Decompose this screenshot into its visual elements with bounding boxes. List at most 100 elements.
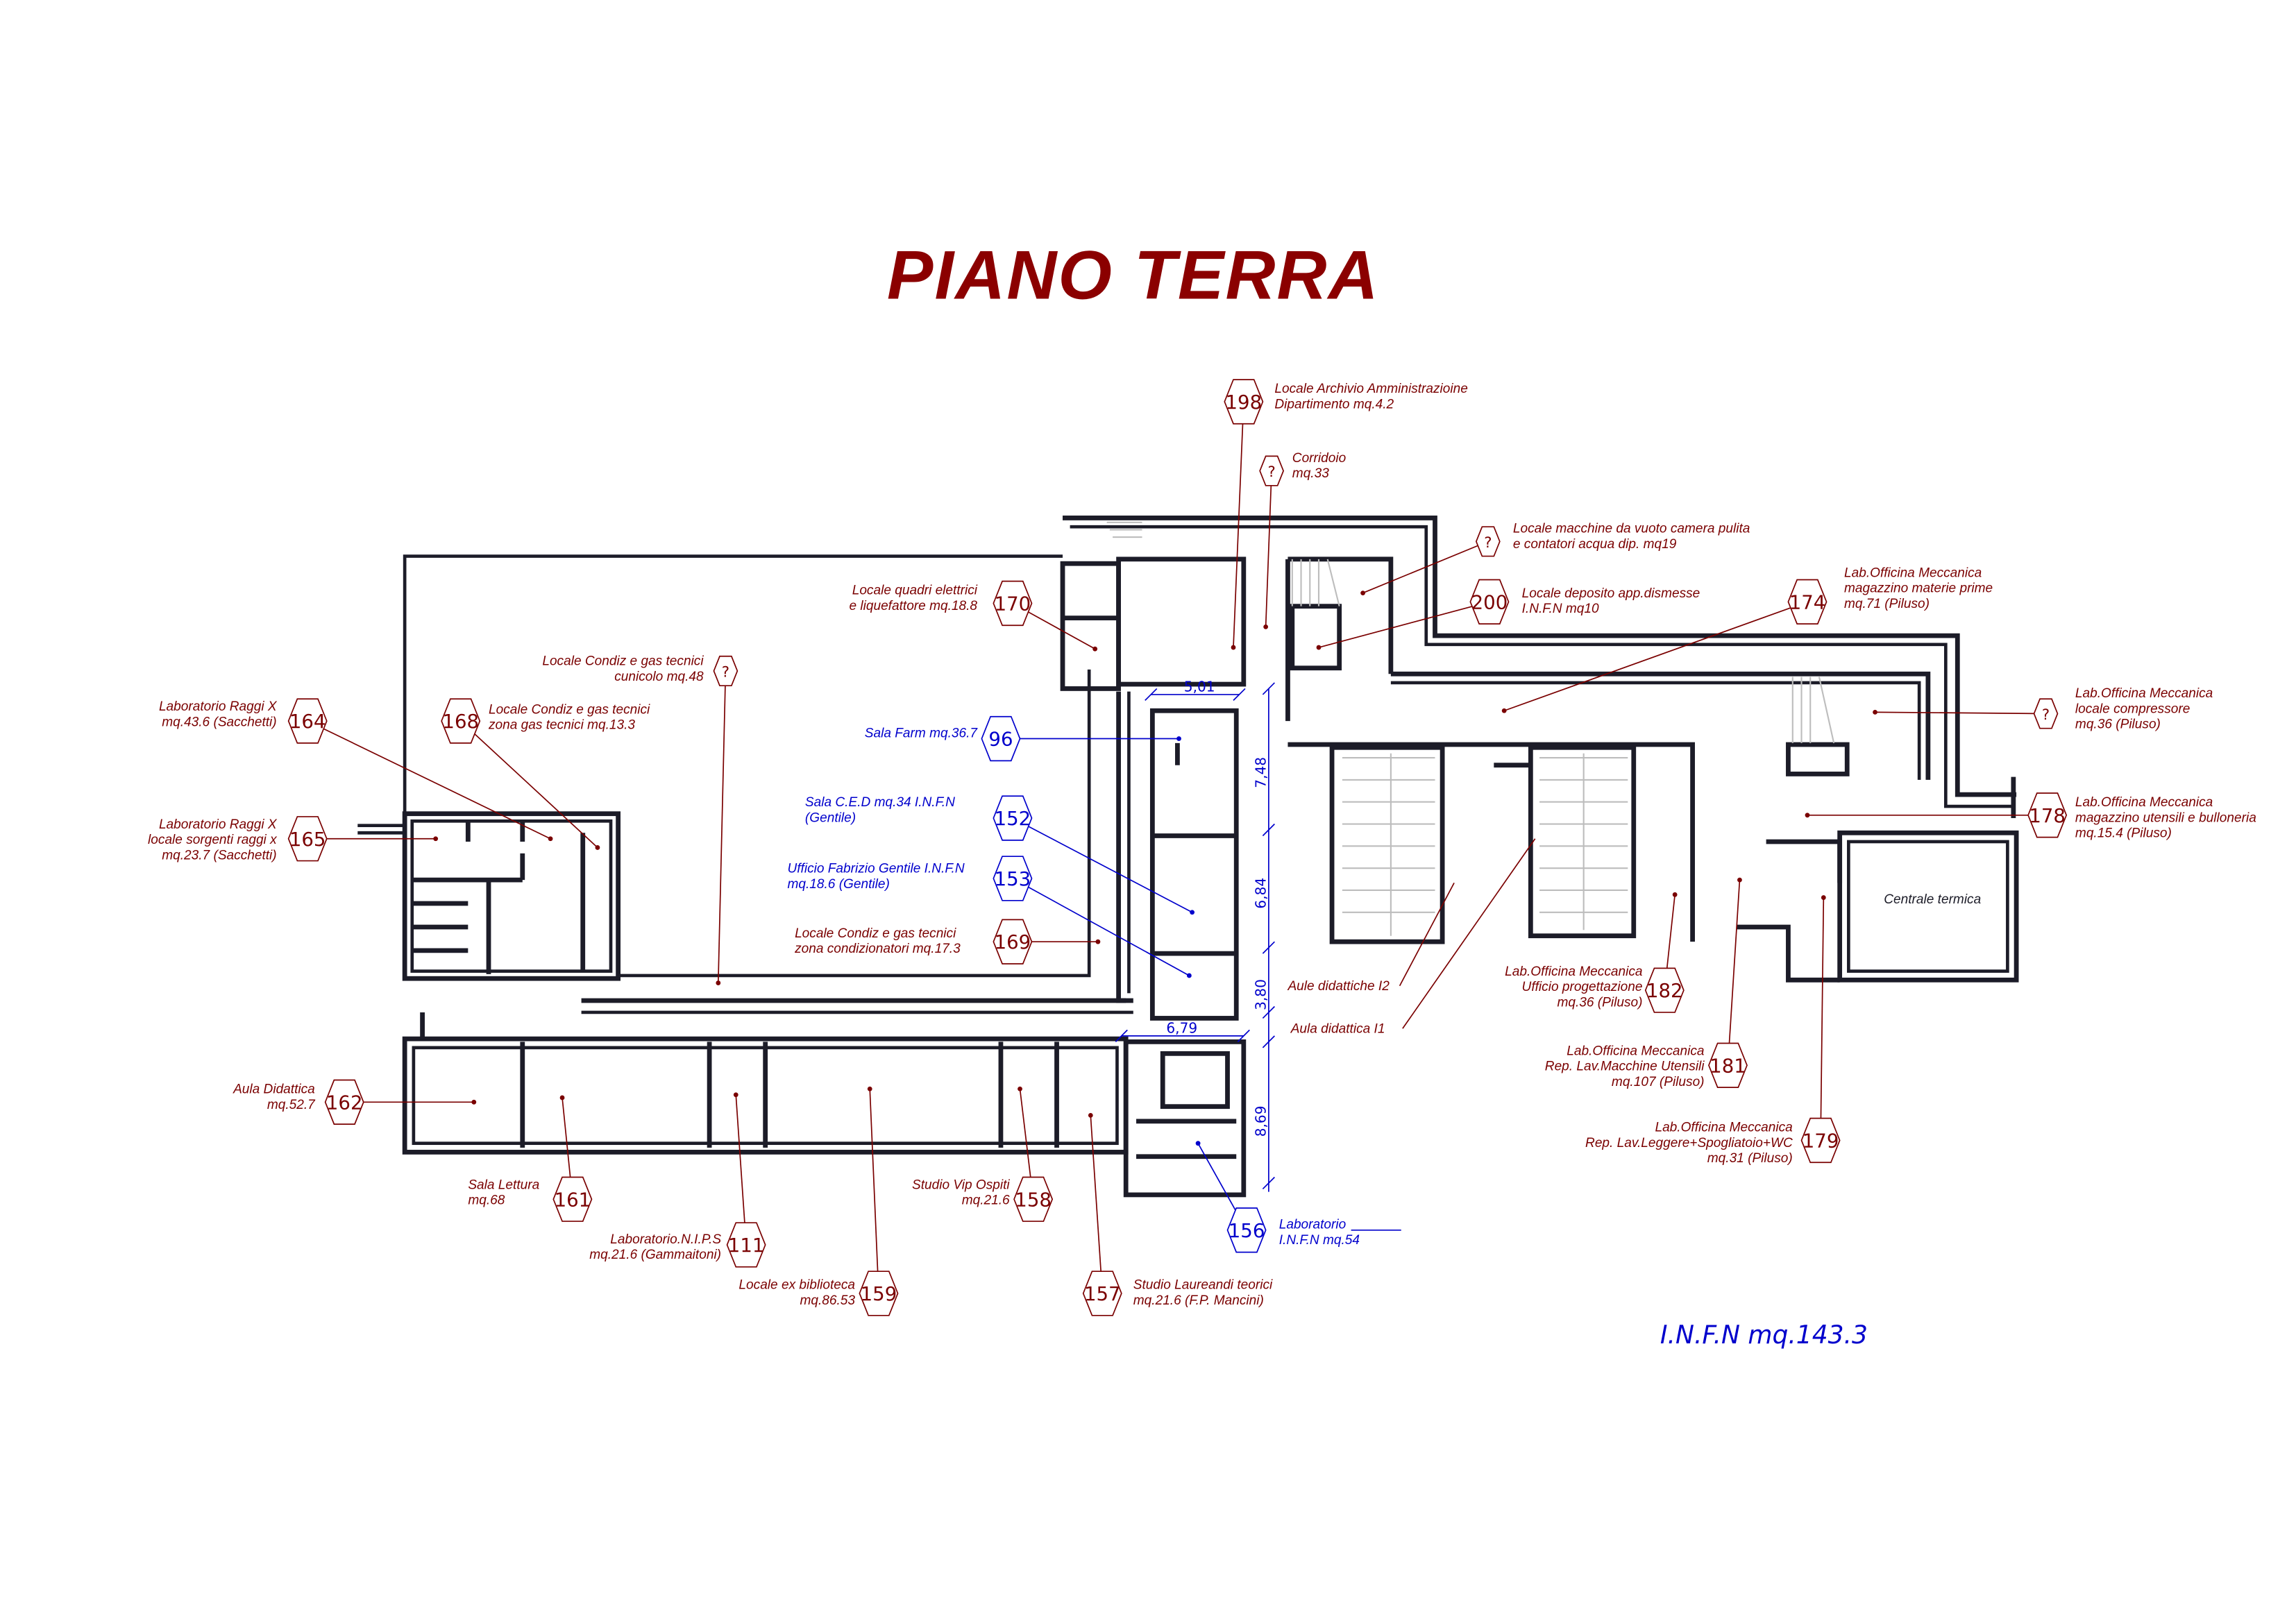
- hexagon-tag-icon: [1082, 1271, 1122, 1316]
- leader-line: [717, 670, 727, 983]
- leader-line: [1727, 880, 1741, 1066]
- room-tag[interactable]: ?Locale macchine da vuoto camera pulitae…: [1475, 522, 1750, 557]
- room-label-line: Lab.Officina Meccanica: [2075, 686, 2213, 701]
- dimension-value: 6,79: [1166, 1020, 1197, 1037]
- hexagon-tag-icon: [2027, 792, 2068, 838]
- room-label-line: mq.107 (Piluso): [1612, 1075, 1705, 1089]
- hexagon-tag-icon: [993, 795, 1033, 841]
- room-marker-dot: [716, 980, 721, 985]
- leader-line: [307, 720, 551, 840]
- room-label-line: Locale Condiz e gas tecnici: [489, 702, 650, 717]
- room-number: 174: [1789, 591, 1826, 613]
- room-label-line: Locale Condiz e gas tecnici: [795, 926, 956, 941]
- room-marker-dot: [1821, 895, 1826, 900]
- hexagon-tag-icon: [324, 1079, 364, 1125]
- room-number: 152: [995, 808, 1031, 830]
- room-number: ?: [2042, 706, 2050, 723]
- room-marker-dot: [1018, 1086, 1022, 1091]
- stairs: [1106, 521, 1835, 936]
- hexagon-tag-icon: [287, 698, 328, 744]
- room-number: 161: [555, 1189, 591, 1211]
- room-label-line: magazzino materie prime: [1844, 581, 1993, 596]
- room-label-line: I.N.F.N mq.54: [1279, 1233, 1360, 1248]
- room-marker-dot: [1186, 973, 1192, 978]
- hexagon-tag-icon: [1708, 1042, 1748, 1088]
- room-number: ?: [722, 663, 729, 681]
- room-label-line: Sala C.E.D mq.34 I.N.F.N: [805, 795, 955, 810]
- hexagon-tag-icon: [441, 698, 481, 744]
- hexagon-tag-icon: [1787, 579, 1827, 624]
- room-label-line: Studio Laureandi teorici: [1133, 1278, 1273, 1293]
- leader-line: [1503, 601, 1808, 712]
- room-label-line: Lab.Officina Meccanica: [1505, 965, 1642, 979]
- room-marker-dot: [1263, 624, 1269, 629]
- room-number: 198: [1226, 391, 1263, 414]
- room-number: 200: [1471, 591, 1508, 613]
- leader-line: [1402, 838, 1536, 1029]
- room-number: 156: [1229, 1220, 1265, 1242]
- dimension-value: 5,01: [1184, 679, 1215, 695]
- room-label-line: mq.18.6 (Gentile): [787, 877, 889, 892]
- room-label-line: mq.36 (Piluso): [1557, 995, 1642, 1010]
- room-label-line: mq.33: [1292, 466, 1329, 481]
- room-label-line: mq.23.7 (Sacchetti): [162, 848, 276, 863]
- leader-line: [1820, 897, 1825, 1141]
- hexagon-tag-icon: [726, 1222, 766, 1268]
- room-label-line: locale compressore: [2075, 702, 2190, 716]
- room-label-line: Laboratorio.N.I.P.S: [610, 1232, 721, 1247]
- room-label-line: I.N.F.N mq10: [1522, 602, 1599, 616]
- room-marker-dot: [1092, 646, 1098, 652]
- room-marker-dot: [595, 845, 600, 850]
- room-label-line: Laboratorio Raggi X: [159, 817, 278, 832]
- room-number: 178: [2029, 805, 2066, 827]
- hexagon-tag-icon: [1224, 379, 1264, 425]
- hexagon-tag-icon: [993, 580, 1033, 627]
- room-marker-dot: [1501, 708, 1507, 713]
- dimension-value: 8,69: [1253, 1105, 1269, 1137]
- room-label-line: Locale deposito app.dismesse: [1522, 586, 1700, 601]
- room-marker-dot: [1190, 910, 1195, 915]
- room-label-line: magazzino utensili e bulloneria: [2075, 810, 2256, 825]
- room-label-line: Corridoio: [1292, 451, 1346, 466]
- room-label-line: Ufficio progettazione: [1522, 980, 1643, 994]
- building-walls: [357, 516, 2019, 1198]
- leader-line: [1012, 817, 1193, 913]
- room-marker-dot: [1672, 892, 1678, 897]
- leader-line: [1090, 1115, 1104, 1294]
- room-label-line: Aula Didattica: [233, 1082, 315, 1097]
- room-number: 158: [1015, 1189, 1052, 1211]
- room-marker-dot: [471, 1099, 477, 1105]
- leader-line: [1233, 401, 1244, 648]
- hexagon-tag-icon: [1475, 526, 1501, 557]
- room-plain-label: Aula didattica I1: [1290, 1022, 1385, 1037]
- room-number: 170: [995, 593, 1031, 615]
- room-number: 182: [1646, 980, 1683, 1002]
- room-label-line: e contatori acqua dip. mq19: [1513, 537, 1677, 552]
- room-label-line: Locale Condiz e gas tecnici: [542, 654, 704, 669]
